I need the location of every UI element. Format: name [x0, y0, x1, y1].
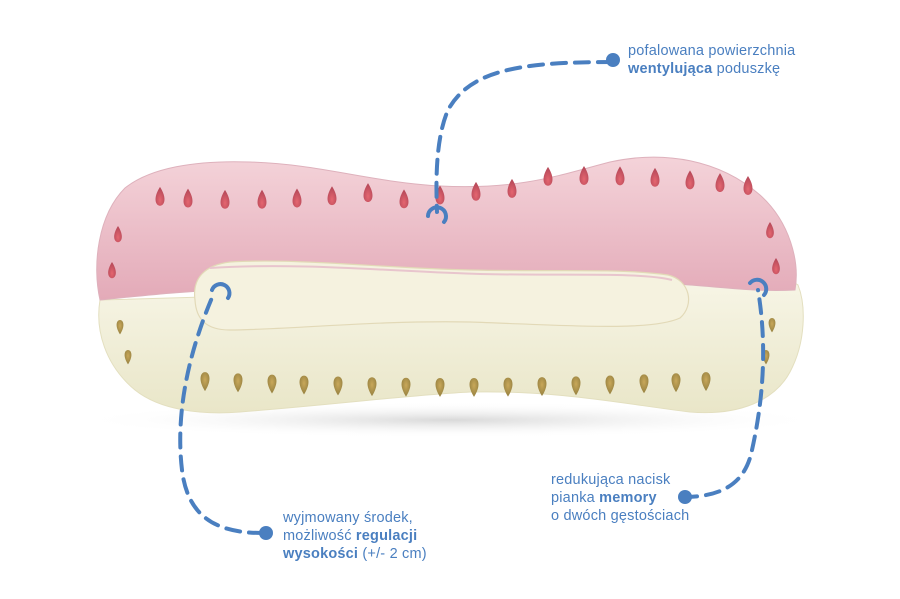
ventilation-hole — [743, 176, 753, 195]
ventilation-hole — [299, 375, 309, 395]
ventilation-hole — [233, 373, 243, 393]
ventilation-hole — [114, 226, 122, 243]
ventilation-hole — [503, 377, 513, 397]
annotation-left-line1: wyjmowany środek, — [283, 510, 413, 526]
floor-shadow — [70, 402, 830, 438]
callout-line-right — [681, 288, 766, 499]
annotation-right-line2-pre: pianka — [551, 490, 600, 506]
ventilation-hole — [715, 173, 725, 193]
ventilation-hole — [267, 374, 277, 394]
ventilation-hole — [435, 377, 445, 397]
ventilation-hole — [327, 186, 337, 206]
marker-arc-top — [426, 205, 448, 224]
ventilation-hole — [108, 262, 116, 279]
ventilation-hole — [333, 376, 343, 396]
annotation-top-line1: pofalowana powierzchnia — [628, 43, 796, 59]
annotation-left-line2-bold: regulacji — [355, 528, 418, 544]
ventilation-hole — [685, 170, 695, 190]
ventilation-hole — [772, 258, 780, 275]
ventilation-hole — [579, 166, 589, 185]
annotation-memory-foam: redukująca nacisk pianka memory o dwóch … — [551, 471, 689, 525]
marker-arc-left — [210, 282, 232, 300]
ventilation-hole — [507, 178, 517, 198]
ventilation-hole — [292, 188, 302, 208]
annotation-left-line2-pre: możliwość — [283, 528, 356, 544]
insert-seam — [209, 265, 673, 281]
pink-ventilation-holes — [108, 166, 780, 279]
ventilation-hole — [701, 372, 711, 392]
ventilation-hole — [537, 377, 547, 397]
ventilation-hole — [401, 377, 411, 397]
removable-insert — [193, 260, 690, 331]
annotation-right-line1: redukująca nacisk — [551, 472, 671, 488]
ventilation-hole — [257, 189, 267, 209]
ventilation-hole — [615, 166, 625, 186]
ventilation-hole — [650, 167, 660, 187]
ventilation-hole — [220, 189, 230, 209]
ventilation-hole — [471, 181, 481, 201]
annotation-removable-insert: wyjmowany środek, możliwość regulacji wy… — [283, 509, 427, 563]
ventilation-hole — [639, 374, 649, 394]
ventilation-hole — [363, 183, 373, 202]
dot-right — [678, 490, 692, 504]
ventilation-hole — [605, 375, 615, 395]
annotation-left-line3-bold: wysokości — [283, 546, 359, 562]
ventilation-hole — [766, 222, 774, 239]
ventilation-hole — [543, 166, 553, 186]
ventilation-hole — [469, 377, 479, 397]
ventilation-hole — [124, 350, 132, 365]
marker-arc-right — [748, 277, 769, 297]
ventilation-hole — [183, 188, 193, 208]
ventilation-hole — [768, 318, 776, 333]
ventilation-hole — [155, 186, 165, 206]
ventilation-hole — [367, 377, 377, 397]
ventilation-hole — [671, 373, 681, 393]
annotation-right-line3: o dwóch gęstościach — [551, 508, 690, 524]
callout-line-top — [434, 60, 614, 214]
ventilation-hole — [200, 372, 210, 392]
dot-top — [606, 53, 620, 67]
annotation-left-line3-rest: (+/- 2 cm) — [358, 546, 427, 562]
annotation-top-rest: poduszkę — [712, 61, 781, 77]
annotation-top-bold: wentylująca — [628, 61, 713, 77]
callout-line-left — [178, 291, 265, 535]
annotation-ventilating-surface: pofalowana powierzchnia wentylująca podu… — [628, 42, 795, 78]
annotation-right-line2-bold: memory — [599, 490, 657, 506]
ventilation-hole — [116, 320, 124, 335]
ventilation-hole — [571, 376, 581, 396]
ventilation-hole — [399, 189, 409, 209]
dot-left — [259, 526, 273, 540]
